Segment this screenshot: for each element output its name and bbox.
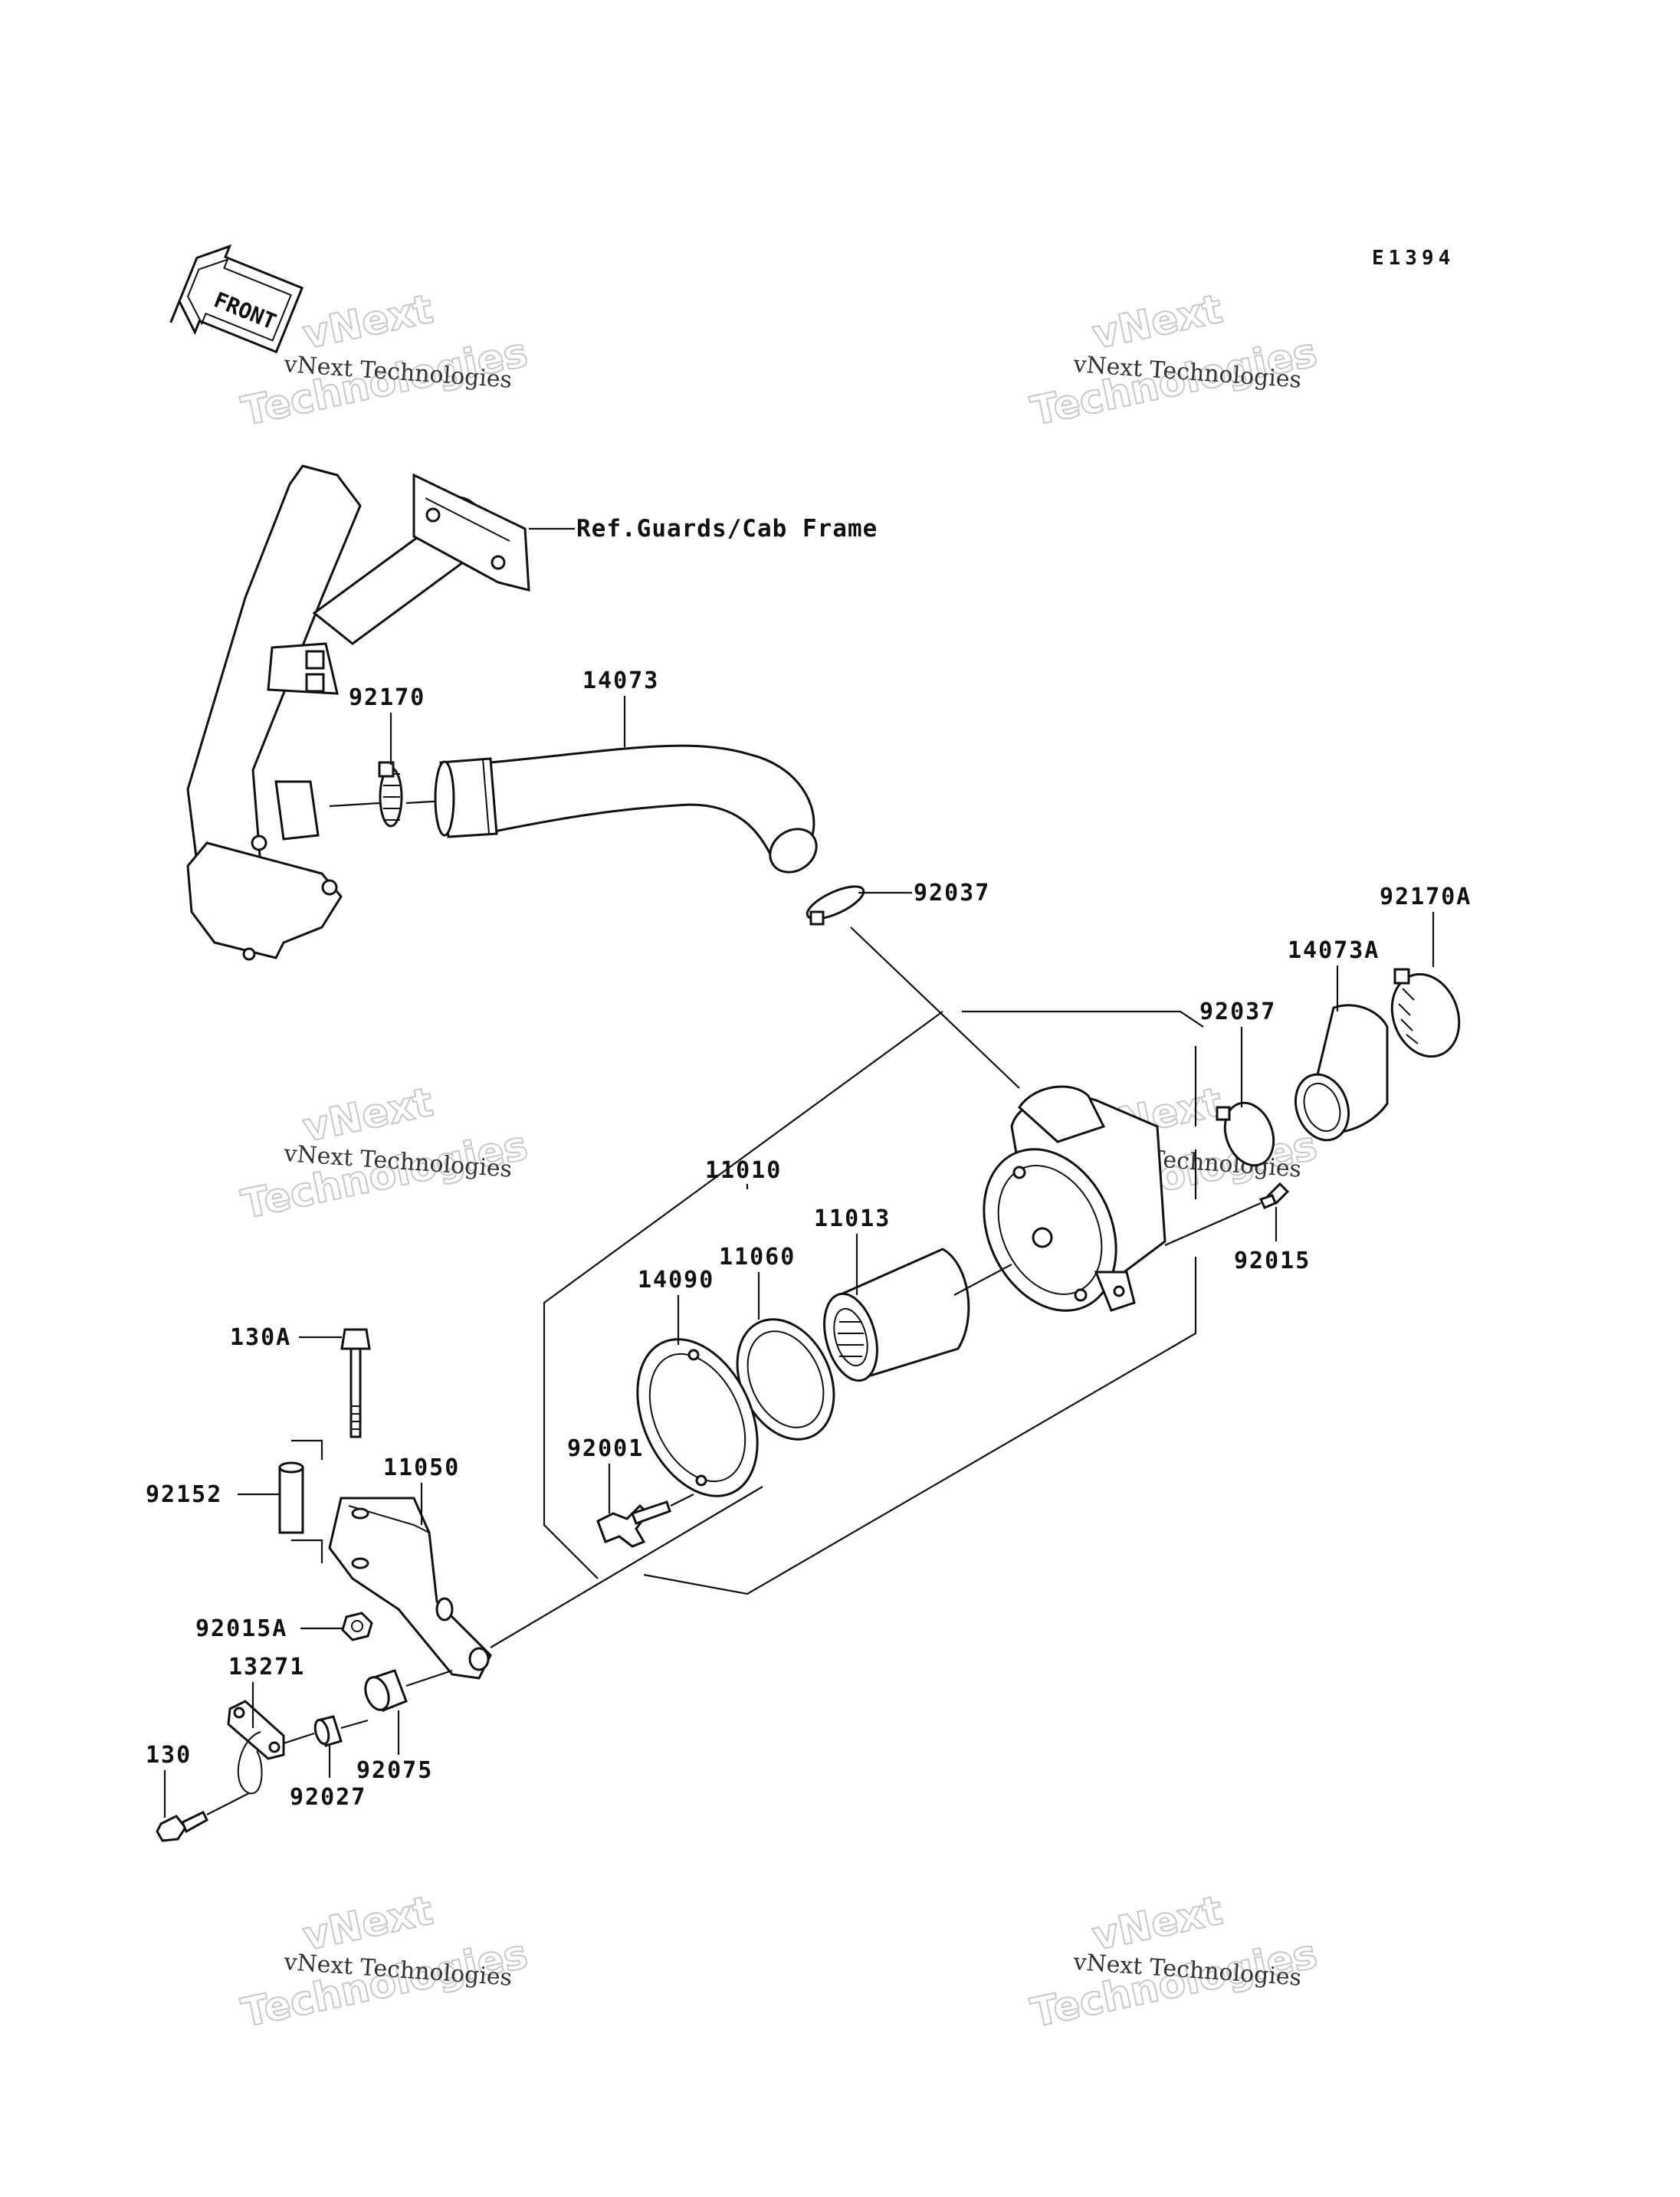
label-11050: 11050	[383, 1454, 460, 1481]
bracket-11050	[328, 1497, 492, 1680]
label-92152: 92152	[146, 1481, 222, 1508]
label-130A: 130A	[230, 1324, 291, 1351]
assembly-line	[850, 926, 1020, 1089]
assembly-line	[490, 1486, 763, 1648]
duct-14073A	[1294, 1004, 1389, 1142]
diagram-code: E1394	[1372, 247, 1455, 270]
label-130: 130	[146, 1742, 192, 1769]
filter-element-11013	[823, 1248, 970, 1382]
rubber-mount-92075	[364, 1669, 408, 1712]
bolt-130A	[340, 1328, 371, 1438]
label-14073A: 14073A	[1288, 937, 1380, 964]
air-cleaner-housing	[983, 1085, 1166, 1312]
assembly-line	[1164, 1202, 1262, 1247]
group-bracket-11010	[543, 1011, 943, 1579]
assembly-line	[670, 1494, 694, 1507]
assembly-line	[206, 1792, 250, 1815]
collar-92152	[278, 1439, 323, 1563]
assembly-line	[953, 1264, 1012, 1296]
label-11060: 11060	[719, 1244, 796, 1271]
hose-clamp-92037-top	[806, 885, 865, 926]
label-92170: 92170	[349, 684, 425, 711]
wing-bolt-92001	[596, 1500, 671, 1548]
assembly-line	[340, 1719, 369, 1730]
assembly-line	[283, 1732, 315, 1745]
label-92015: 92015	[1234, 1248, 1311, 1274]
label-14090: 14090	[638, 1267, 714, 1294]
nut-92015A	[341, 1612, 373, 1641]
group-bracket-11010	[962, 1010, 1204, 1028]
cover-14090	[636, 1338, 759, 1497]
label-92170A: 92170A	[1380, 884, 1472, 910]
bolt-130	[156, 1811, 208, 1842]
front-arrow-icon: FRONT	[169, 244, 304, 354]
label-11013: 11013	[814, 1205, 891, 1232]
collar-92027	[313, 1715, 343, 1747]
hose-clamp-92170	[378, 761, 403, 828]
label-92027: 92027	[290, 1784, 366, 1811]
hose-clamp-92170A	[1390, 968, 1461, 1058]
hose-clamp-92037-right	[1216, 1101, 1275, 1167]
label-92075: 92075	[356, 1757, 433, 1784]
label-92037-right: 92037	[1199, 998, 1276, 1025]
label-92001: 92001	[567, 1435, 644, 1462]
cab-frame-part	[186, 464, 530, 961]
label-14073: 14073	[582, 667, 659, 694]
bolt-92015	[1258, 1182, 1290, 1209]
assembly-line	[329, 802, 380, 808]
label-92015A: 92015A	[195, 1615, 287, 1642]
group-bracket-11010	[643, 1257, 1197, 1595]
assembly-line	[405, 1669, 453, 1687]
label-92037-top: 92037	[914, 880, 990, 907]
label-11010: 11010	[705, 1157, 782, 1184]
intake-duct-14073	[434, 744, 818, 874]
reference-note: Ref.Guards/Cab Frame	[576, 515, 878, 543]
label-13271: 13271	[228, 1654, 305, 1681]
